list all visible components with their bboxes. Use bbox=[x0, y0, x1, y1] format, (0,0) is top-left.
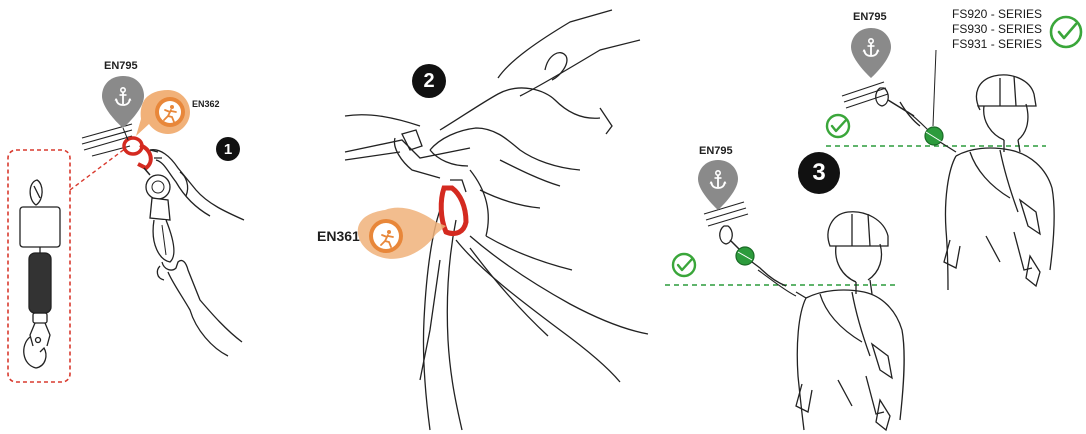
check-icon-lower bbox=[673, 254, 695, 276]
series-item: FS920 - SERIES bbox=[952, 7, 1042, 22]
step-badge-3: 3 bbox=[798, 152, 840, 194]
step3-upper-person bbox=[944, 75, 1054, 290]
series-list: FS920 - SERIES FS930 - SERIES FS931 - SE… bbox=[952, 7, 1042, 52]
step3-upper-beam bbox=[842, 82, 888, 108]
step-badge-2: 2 bbox=[412, 64, 446, 98]
anchor-pin-step3-lower bbox=[698, 160, 738, 210]
step2-connector bbox=[441, 180, 466, 234]
series-item: FS931 - SERIES bbox=[952, 37, 1042, 52]
en362-badge bbox=[136, 90, 190, 136]
step3-upper-device bbox=[876, 50, 956, 152]
label-en361: EN361 bbox=[317, 228, 360, 244]
step3-lower-beam bbox=[704, 202, 748, 226]
step1-device bbox=[124, 138, 174, 262]
step-badge-1: 1 bbox=[216, 137, 240, 161]
label-en795-step3-lower: EN795 bbox=[699, 145, 733, 157]
check-icon-upper bbox=[827, 115, 849, 137]
label-en795-step3-upper: EN795 bbox=[853, 11, 887, 23]
check-icon-series bbox=[1051, 17, 1081, 47]
label-en362: EN362 bbox=[192, 99, 220, 109]
step3-lower-person bbox=[796, 212, 904, 430]
step3-lower-device bbox=[720, 226, 806, 298]
anchor-pin-step3-upper bbox=[851, 28, 891, 78]
device-detail bbox=[20, 180, 60, 368]
series-item: FS930 - SERIES bbox=[952, 22, 1042, 37]
label-en795-step1: EN795 bbox=[104, 60, 138, 72]
en361-badge bbox=[358, 208, 446, 259]
